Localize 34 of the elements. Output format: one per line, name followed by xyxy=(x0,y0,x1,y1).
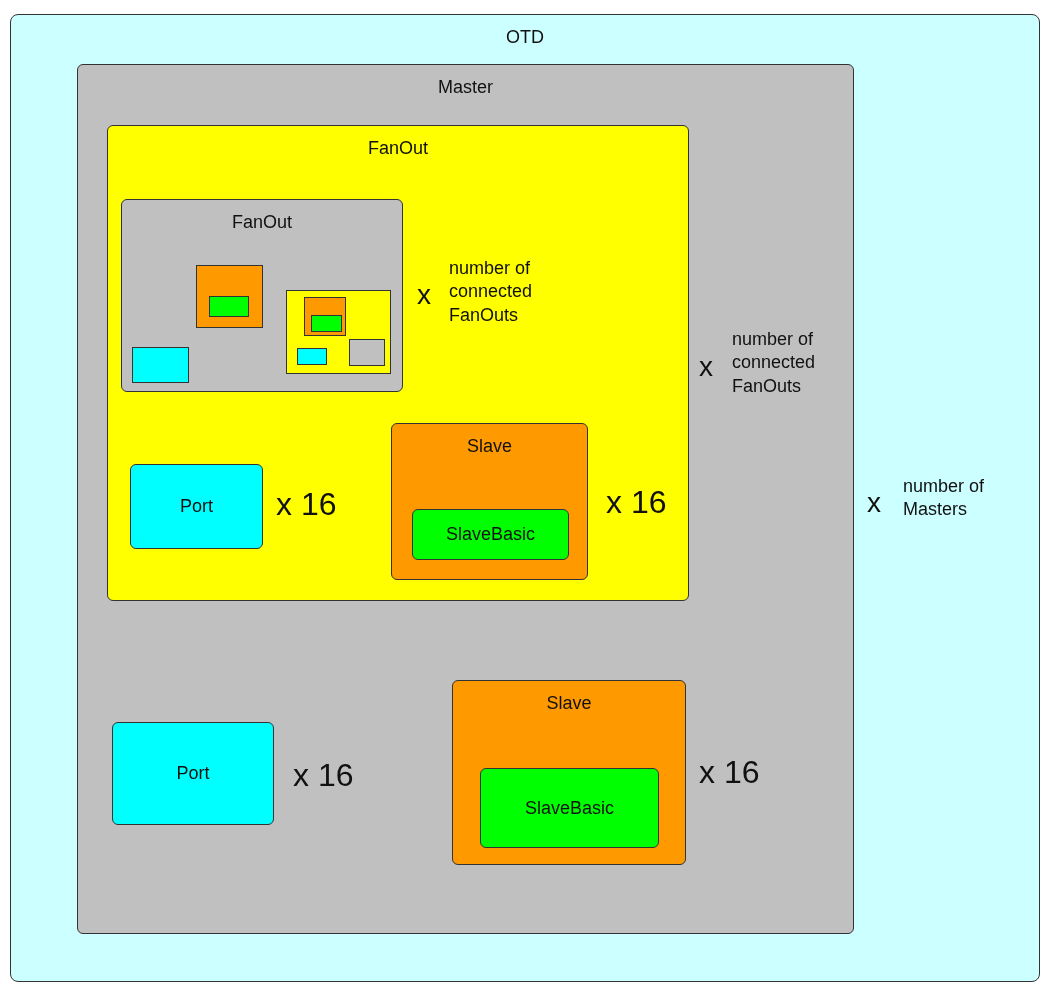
master-box xyxy=(77,64,854,934)
small-box xyxy=(286,290,391,374)
slavebasic-box: SlaveBasic xyxy=(412,509,569,560)
multiplier-mark: x xyxy=(417,279,431,311)
multiplier-label: x 16 xyxy=(606,484,667,521)
box-title: Slave xyxy=(466,436,513,457)
fanout-box xyxy=(121,199,403,392)
slave-box xyxy=(452,680,686,865)
slavebasic-box: SlaveBasic xyxy=(480,768,659,848)
box-title: FanOut xyxy=(231,212,293,233)
multiplier-label: x 16 xyxy=(276,486,337,523)
small-box xyxy=(304,297,346,336)
multiplier-label: x 16 xyxy=(293,757,354,794)
outer-container-box xyxy=(10,14,1040,982)
multiplier-mark: x xyxy=(867,487,881,519)
port-box: Port xyxy=(130,464,263,549)
box-title: OTD xyxy=(505,27,545,48)
multiplier-note: number of connected FanOuts xyxy=(449,257,534,327)
small-box xyxy=(196,265,263,328)
box-title: Slave xyxy=(545,693,593,714)
multiplier-note: number of Masters xyxy=(903,475,986,522)
port-box: Port xyxy=(112,722,274,825)
small-box xyxy=(297,348,327,365)
small-box xyxy=(311,315,342,332)
small-box xyxy=(209,296,249,317)
slave-box xyxy=(391,423,588,580)
multiplier-note: number of connected FanOuts xyxy=(732,328,817,398)
fanout-box xyxy=(107,125,689,601)
box-title: FanOut xyxy=(367,138,429,159)
box-title: Master xyxy=(437,77,494,98)
small-box xyxy=(349,339,385,366)
small-box xyxy=(132,347,189,383)
multiplier-label: x 16 xyxy=(699,754,760,791)
multiplier-mark: x xyxy=(699,351,713,383)
